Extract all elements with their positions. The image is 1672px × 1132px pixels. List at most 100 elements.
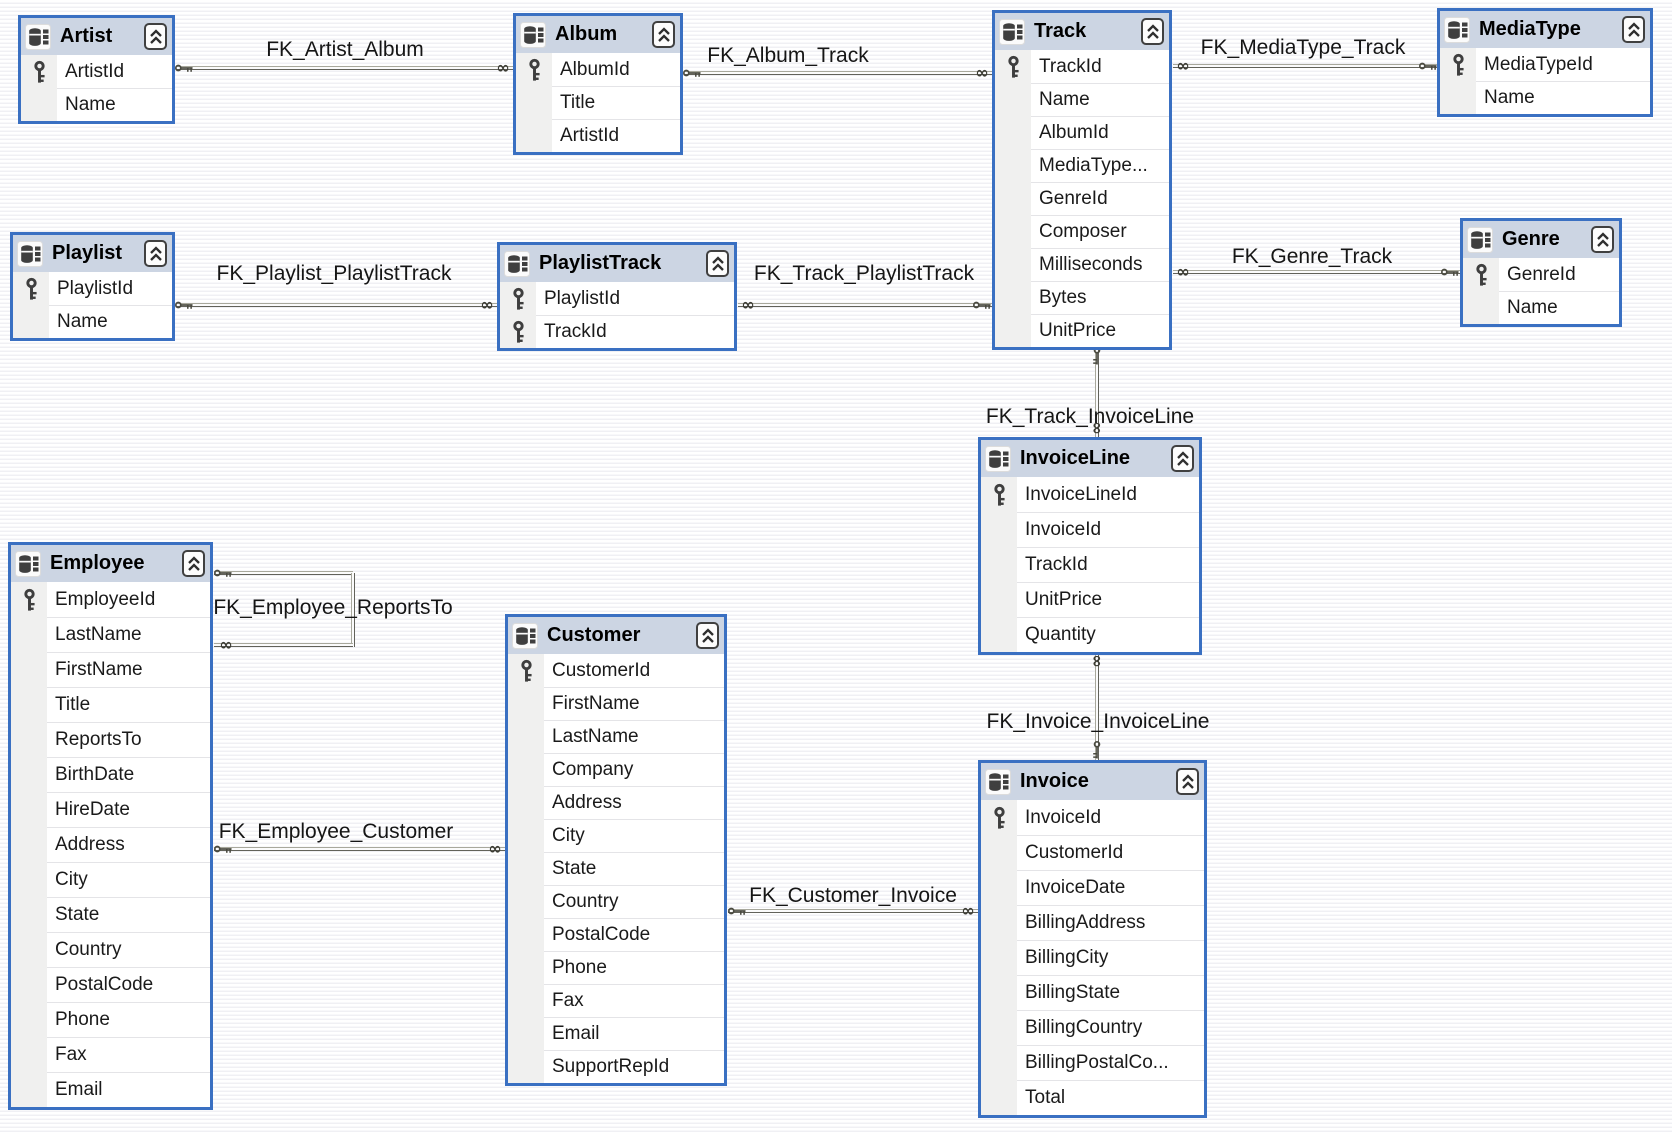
table-header[interactable]: Album [516, 16, 680, 53]
relationship-line[interactable] [1095, 652, 1099, 760]
collapse-rows-button[interactable] [1141, 18, 1164, 45]
relationship-line[interactable] [214, 643, 353, 647]
relationship-label[interactable]: FK_Invoice_InvoiceLine [986, 710, 1210, 733]
column-row[interactable]: Address [508, 786, 724, 819]
column-row[interactable]: BillingState [981, 975, 1204, 1010]
column-row[interactable]: State [508, 852, 724, 885]
column-row[interactable]: Name [1463, 291, 1619, 324]
column-row[interactable]: Fax [11, 1037, 210, 1072]
column-row[interactable]: Quantity [981, 617, 1199, 652]
column-row[interactable]: PostalCode [11, 967, 210, 1002]
column-row[interactable]: Total [981, 1080, 1204, 1115]
relationship-label[interactable]: FK_Artist_Album [266, 38, 424, 61]
table-header[interactable]: Genre [1463, 221, 1619, 258]
relationship-line[interactable] [1173, 64, 1437, 68]
column-row[interactable]: Name [1440, 81, 1650, 114]
column-row[interactable]: BirthDate [11, 757, 210, 792]
column-row[interactable]: State [11, 897, 210, 932]
column-row[interactable]: ArtistId [21, 55, 172, 88]
column-row[interactable]: Country [11, 932, 210, 967]
table-card-album[interactable]: Album AlbumId Title [513, 13, 683, 155]
collapse-rows-button[interactable] [182, 550, 205, 577]
collapse-rows-button[interactable] [144, 240, 167, 267]
collapse-rows-button[interactable] [652, 21, 675, 48]
column-row[interactable]: TrackId [995, 50, 1169, 83]
column-row[interactable]: InvoiceLineId [981, 477, 1199, 512]
column-row[interactable]: EmployeeId [11, 582, 210, 617]
column-row[interactable]: TrackId [500, 315, 734, 348]
column-row[interactable]: Email [11, 1072, 210, 1107]
table-header[interactable]: Playlist [13, 235, 172, 272]
column-row[interactable]: Name [21, 88, 172, 121]
column-row[interactable]: UnitPrice [995, 314, 1169, 347]
table-header[interactable]: InvoiceLine [981, 440, 1199, 477]
column-row[interactable]: PlaylistId [500, 282, 734, 315]
column-row[interactable]: Country [508, 885, 724, 918]
column-row[interactable]: FirstName [11, 652, 210, 687]
table-card-customer[interactable]: Customer CustomerId FirstName [505, 614, 727, 1086]
column-row[interactable]: InvoiceDate [981, 870, 1204, 905]
table-header[interactable]: Customer [508, 617, 724, 654]
relationship-label[interactable]: FK_Employee_ReportsTo [213, 596, 453, 619]
table-card-employee[interactable]: Employee EmployeeId LastName [8, 542, 213, 1110]
column-row[interactable]: UnitPrice [981, 582, 1199, 617]
column-row[interactable]: Name [995, 83, 1169, 116]
relationship-label[interactable]: FK_Album_Track [707, 44, 869, 67]
column-row[interactable]: Company [508, 753, 724, 786]
table-card-invoiceline[interactable]: InvoiceLine InvoiceLineId Inv [978, 437, 1202, 655]
column-row[interactable]: Title [516, 86, 680, 119]
collapse-rows-button[interactable] [706, 250, 729, 277]
relationship-line[interactable] [728, 909, 978, 913]
relationship-line[interactable] [684, 71, 992, 75]
column-row[interactable]: PostalCode [508, 918, 724, 951]
column-row[interactable]: BillingPostalCo... [981, 1045, 1204, 1080]
column-row[interactable]: LastName [508, 720, 724, 753]
column-row[interactable]: Bytes [995, 281, 1169, 314]
column-row[interactable]: Fax [508, 984, 724, 1017]
relationship-label[interactable]: FK_Track_PlaylistTrack [753, 262, 975, 285]
column-row[interactable]: SupportRepId [508, 1050, 724, 1083]
collapse-rows-button[interactable] [1176, 768, 1199, 795]
column-row[interactable]: LastName [11, 617, 210, 652]
relationship-line[interactable] [738, 303, 992, 307]
table-header[interactable]: MediaType [1440, 11, 1650, 48]
column-row[interactable]: Phone [11, 1002, 210, 1037]
column-row[interactable]: BillingCity [981, 940, 1204, 975]
table-card-genre[interactable]: Genre GenreId Name [1460, 218, 1622, 327]
collapse-rows-button[interactable] [1171, 445, 1194, 472]
column-row[interactable]: InvoiceId [981, 512, 1199, 547]
relationship-line[interactable] [176, 303, 497, 307]
column-row[interactable]: BillingAddress [981, 905, 1204, 940]
relationship-line[interactable] [1173, 270, 1460, 274]
relationship-label[interactable]: FK_MediaType_Track [1200, 36, 1406, 59]
table-card-track[interactable]: Track TrackId Name [992, 10, 1172, 350]
relationship-line[interactable] [214, 571, 353, 575]
column-row[interactable]: GenreId [1463, 258, 1619, 291]
collapse-rows-button[interactable] [144, 23, 167, 50]
column-row[interactable]: HireDate [11, 792, 210, 827]
table-card-playlist[interactable]: Playlist PlaylistId Name [10, 232, 175, 341]
column-row[interactable]: City [508, 819, 724, 852]
table-card-invoice[interactable]: Invoice InvoiceId CustomerId [978, 760, 1207, 1118]
column-row[interactable]: Phone [508, 951, 724, 984]
column-row[interactable]: MediaType... [995, 149, 1169, 182]
relationship-label[interactable]: FK_Customer_Invoice [749, 884, 957, 907]
column-row[interactable]: AlbumId [516, 53, 680, 86]
column-row[interactable]: GenreId [995, 182, 1169, 215]
column-row[interactable]: CustomerId [508, 654, 724, 687]
table-card-mediatype[interactable]: MediaType MediaTypeId Name [1437, 8, 1653, 117]
table-header[interactable]: Track [995, 13, 1169, 50]
relationship-line[interactable] [351, 573, 355, 647]
column-row[interactable]: MediaTypeId [1440, 48, 1650, 81]
column-row[interactable]: TrackId [981, 547, 1199, 582]
column-row[interactable]: Address [11, 827, 210, 862]
collapse-rows-button[interactable] [1622, 16, 1645, 43]
collapse-rows-button[interactable] [696, 622, 719, 649]
column-row[interactable]: Title [11, 687, 210, 722]
column-row[interactable]: Name [13, 305, 172, 338]
column-row[interactable]: Composer [995, 215, 1169, 248]
relationship-label[interactable]: FK_Playlist_PlaylistTrack [216, 262, 452, 285]
table-header[interactable]: Invoice [981, 763, 1204, 800]
column-row[interactable]: InvoiceId [981, 800, 1204, 835]
relationship-line[interactable] [1095, 348, 1099, 437]
